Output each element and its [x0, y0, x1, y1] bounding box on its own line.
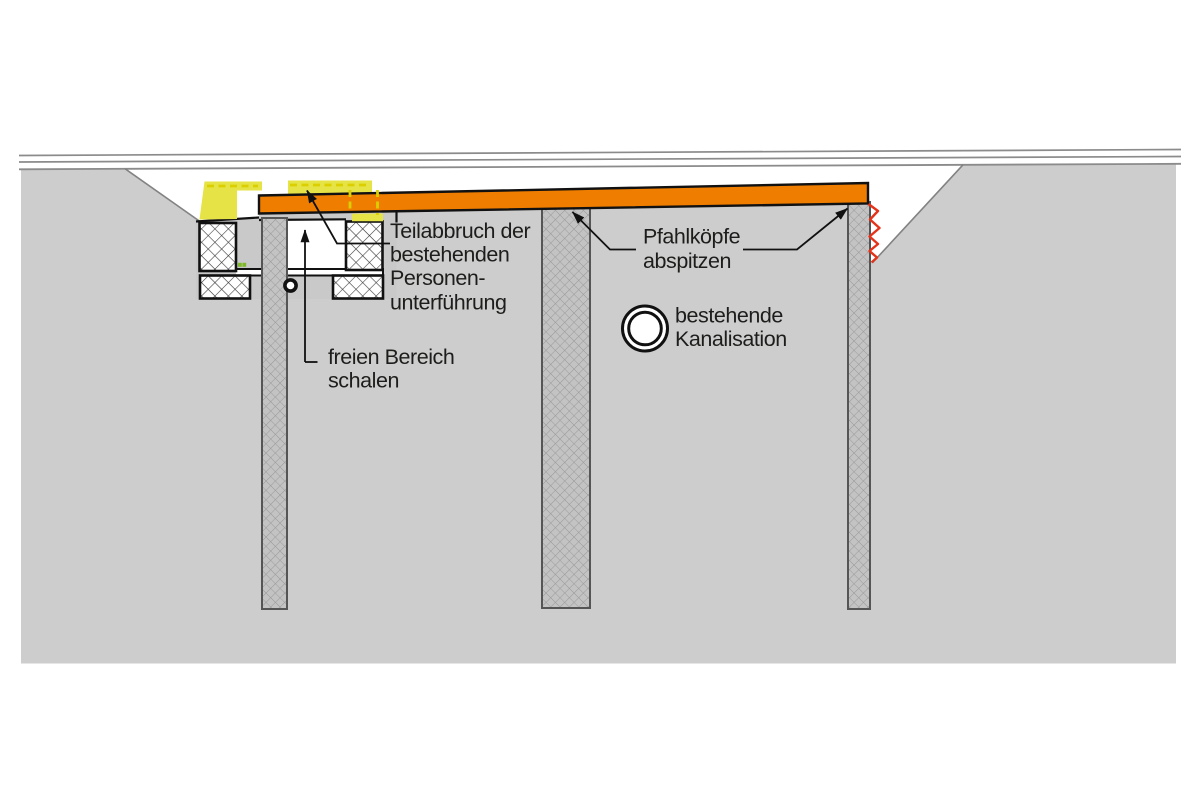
leader-pfahlkopf-right — [743, 207, 849, 251]
pile-middle — [541, 205, 591, 609]
label-freier-bereich-line-2: schalen — [328, 369, 399, 393]
demolition-dashed-lines — [207, 183, 379, 215]
sewer-symbol — [621, 304, 669, 353]
label-pfahlkoepfe-line-2: abspitzen — [643, 249, 731, 273]
green-marker — [238, 262, 247, 267]
label-pfahlkoepfe-line-1: Pfahlköpfe — [643, 225, 740, 249]
label-teilabbruch-line-3: Personen- — [390, 266, 485, 290]
drain-pipe-circle — [283, 278, 298, 293]
label-freier-bereich-line-1: freien Bereich — [328, 345, 454, 369]
label-teilabbruch-line-4: unterführung — [390, 291, 507, 315]
label-teilabbruch-line-2: bestehenden — [390, 243, 509, 267]
label-pfahlkoepfe: Pfahlköpfe abspitzen — [643, 225, 741, 274]
leader-teilabbruch — [306, 189, 390, 245]
label-kanalisation-line-2: Kanalisation — [675, 327, 787, 351]
label-teilabbruch: Teilabbruch der bestehenden Personen- un… — [390, 219, 531, 315]
pile-left — [261, 217, 288, 610]
pit-slope-right — [871, 164, 964, 264]
surface-line-2 — [18, 155, 1182, 163]
concrete-block-upper-right — [344, 220, 384, 272]
new-concrete-slab — [257, 181, 870, 215]
structure-roof-line-left — [195, 216, 260, 223]
pit-slope-left — [124, 168, 201, 223]
demolition-highlight-left — [199, 181, 262, 220]
underpass-interior — [287, 220, 346, 269]
label-kanalisation-line-1: bestehende — [675, 304, 783, 328]
pile-right — [847, 201, 871, 610]
surface-line-3 — [18, 162, 1182, 171]
label-kanalisation: bestehende Kanalisation — [675, 304, 787, 352]
demolition-highlight-right — [352, 213, 383, 222]
concrete-block-lower-left — [198, 274, 252, 300]
pile-head-chip-red-line — [867, 203, 881, 264]
concrete-block-lower-right — [331, 274, 385, 300]
surface-line-1 — [18, 148, 1182, 157]
concrete-block-upper-left — [198, 221, 238, 273]
label-teilabbruch-line-1: Teilabbruch der — [390, 219, 531, 243]
leader-pfahlkopf-left — [571, 211, 636, 251]
label-freier-bereich: freien Bereich schalen — [328, 345, 455, 393]
